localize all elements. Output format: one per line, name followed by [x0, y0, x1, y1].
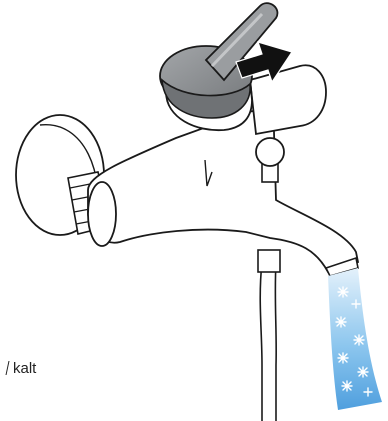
diverter: [250, 65, 326, 182]
water-stream: [328, 268, 382, 410]
shower-hose: [260, 262, 276, 421]
hose-nut: [258, 250, 280, 272]
temperature-caption: kalt: [0, 360, 36, 377]
mixer-body: [88, 111, 358, 276]
cold-marker: [0, 361, 9, 375]
caption-label: kalt: [13, 360, 36, 377]
